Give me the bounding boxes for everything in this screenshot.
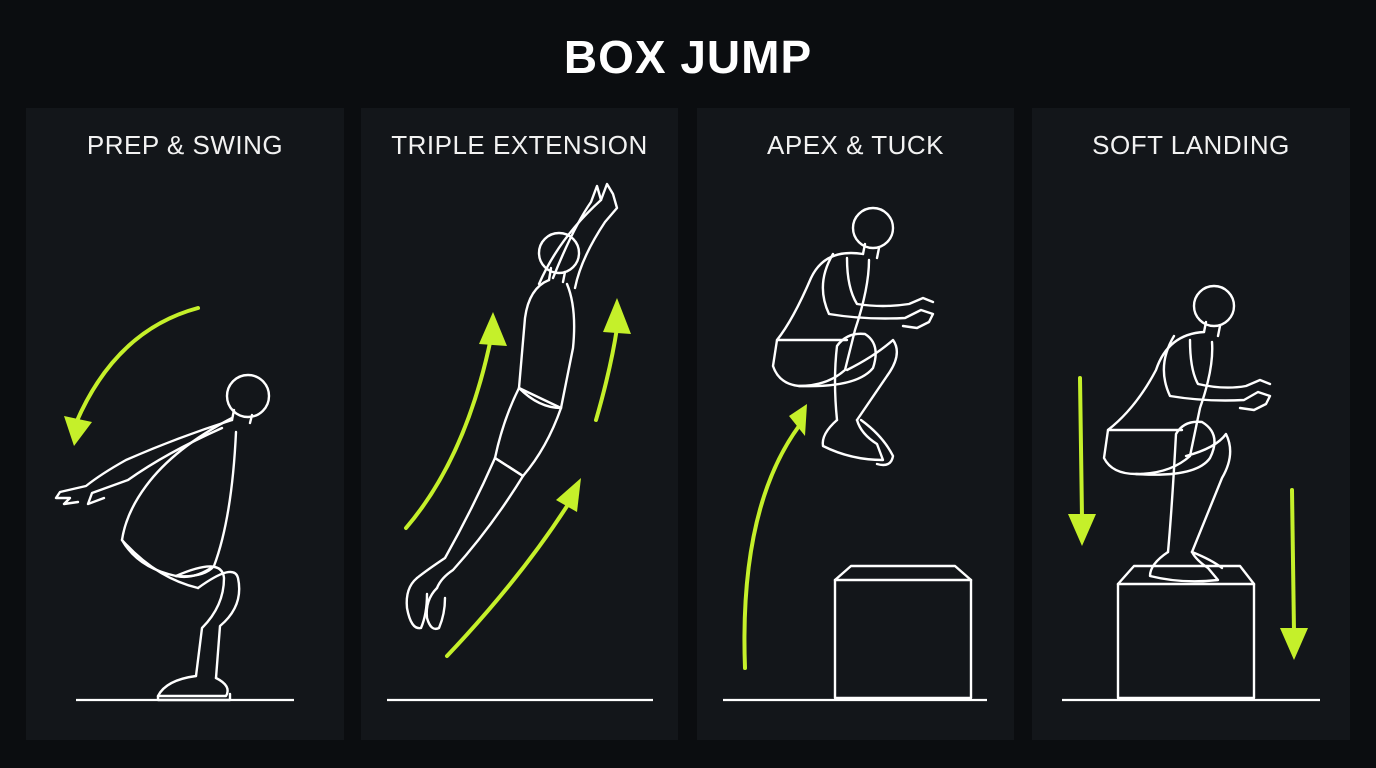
panel-title: APEX & TUCK [767,130,944,160]
plyo-box [833,564,973,700]
down-arrow-left [1078,376,1084,520]
lift-arrow [742,424,801,670]
down-arrow-left-head [1068,514,1096,546]
motion-arrow-left [404,336,493,530]
motion-arrow-bottom [445,501,571,658]
swing-arrow-head [64,416,92,446]
prep-swing-illustration [54,306,294,702]
athlete-figure [54,373,271,702]
athlete-figure [1102,284,1272,583]
soft-landing-illustration [1062,284,1320,702]
panel-title: TRIPLE EXTENSION [391,130,648,160]
panel-title: SOFT LANDING [1092,130,1290,160]
athlete-figure [771,206,935,467]
swing-arrow [74,306,200,425]
down-arrow-right [1290,488,1296,634]
athlete-figure [405,182,619,631]
panel-triple-extension: TRIPLE EXTENSION [361,108,678,740]
triple-extension-illustration [387,182,653,702]
panel-apex-tuck: APEX & TUCK [697,108,1014,740]
motion-arrow-right-head [603,298,631,334]
diagram-title: BOX JUMP [563,31,813,83]
motion-arrow-left-head [479,312,507,346]
down-arrow-right-head [1280,628,1308,660]
lift-arrow-head [789,404,807,436]
apex-tuck-illustration [723,206,987,702]
panel-title: PREP & SWING [86,130,284,160]
panel-soft-landing: SOFT LANDING [1032,108,1350,740]
motion-arrow-bottom-head [556,478,581,512]
panel-prep-swing: PREP & SWING [26,108,344,740]
motion-arrow-right [594,326,619,422]
plyo-box [1116,564,1256,700]
